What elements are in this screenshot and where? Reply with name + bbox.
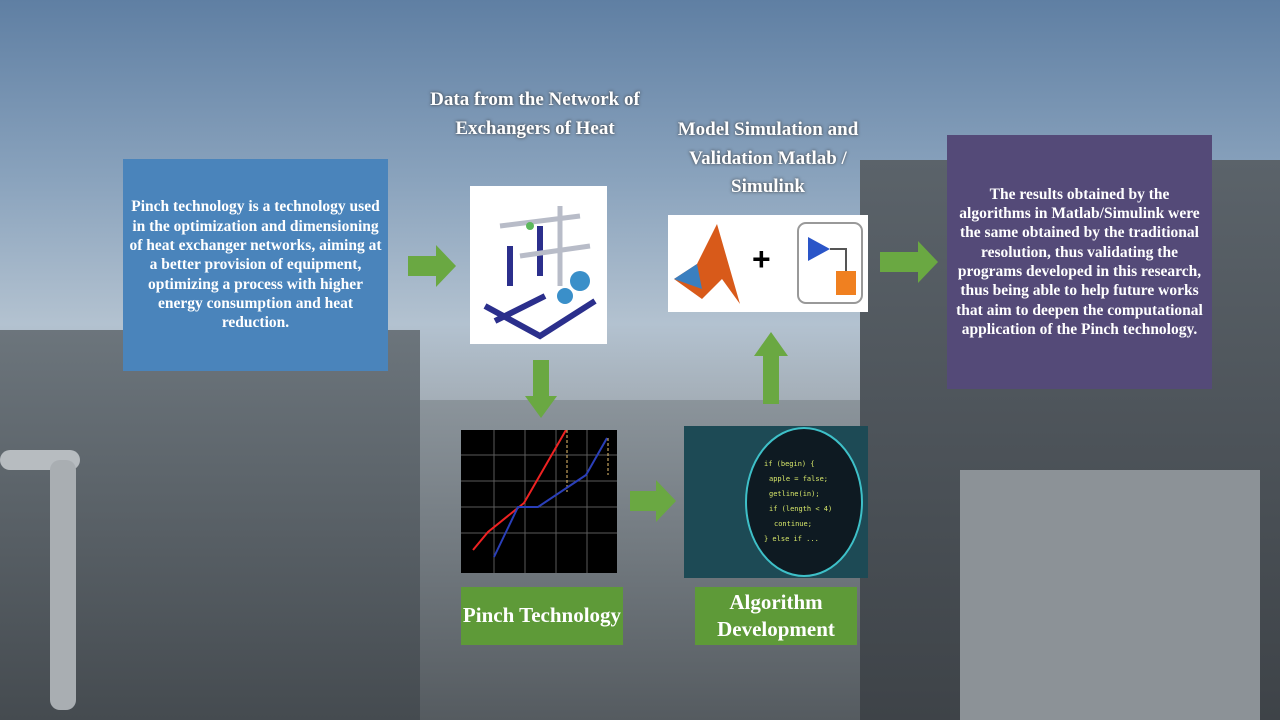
- network-title: Data from the Network of Exchangers of H…: [430, 89, 640, 139]
- simulink-logo-icon: [797, 222, 863, 304]
- svg-text:getline(in);: getline(in);: [769, 490, 820, 498]
- matlab-logo-icon: [674, 224, 740, 304]
- arrow-up-icon: [754, 332, 788, 404]
- simulation-title: Model Simulation and Validation Matlab /…: [677, 119, 859, 197]
- arrow-right-icon: [630, 480, 676, 522]
- svg-text:} else if ...: } else if ...: [764, 535, 819, 543]
- pinch-chart-image: [461, 430, 617, 573]
- intro-text: Pinch technology is a technology used in…: [129, 198, 382, 332]
- svg-text:apple = false;: apple = false;: [769, 475, 828, 483]
- arrow-right-icon: [880, 241, 938, 283]
- algorithm-development-label: Algorithm Development: [695, 587, 857, 645]
- svg-text:continue;: continue;: [774, 520, 812, 528]
- plus-sign: +: [752, 241, 771, 277]
- intro-text-box: Pinch technology is a technology used in…: [123, 159, 388, 371]
- algorithm-code-image: if (begin) { apple = false; getline(in); if…: [684, 426, 868, 578]
- result-text: The results obtained by the algorithms i…: [956, 185, 1203, 339]
- svg-text:if (begin) {: if (begin) {: [764, 460, 815, 468]
- pinch-technology-label: Pinch Technology: [461, 587, 623, 645]
- svg-text:if (length < 4): if (length < 4): [769, 505, 832, 513]
- matlab-simulink-image: +: [668, 215, 868, 312]
- arrow-right-icon: [408, 245, 456, 287]
- heat-exchanger-network-image: [470, 186, 607, 344]
- arrow-down-icon: [525, 360, 557, 418]
- result-text-box: The results obtained by the algorithms i…: [947, 135, 1212, 389]
